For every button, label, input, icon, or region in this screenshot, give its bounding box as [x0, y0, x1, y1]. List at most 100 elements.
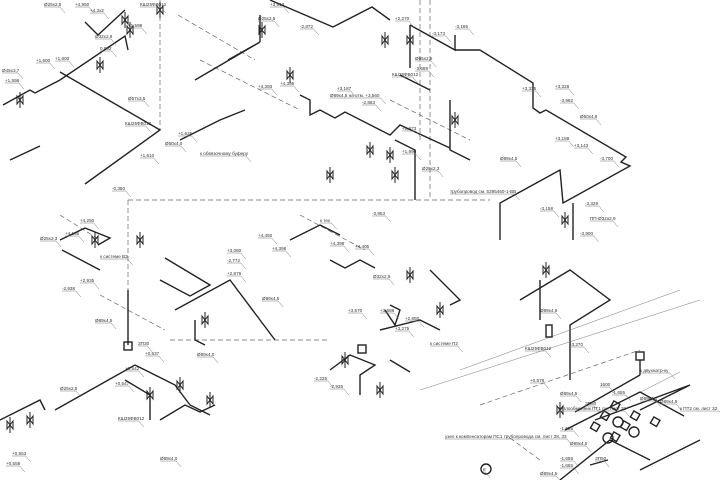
- leader-line: [145, 355, 164, 363]
- leader-line: [373, 278, 395, 286]
- leader-line: [560, 102, 579, 110]
- dimension-label: +3,513: [270, 2, 285, 7]
- dimension-label: Ø25х2,3: [422, 166, 440, 171]
- dimension-label: +4,398: [330, 241, 345, 246]
- valve-icon: [341, 352, 349, 368]
- valve-icon: [366, 142, 374, 158]
- leader-line: [227, 252, 246, 260]
- leader-line: [12, 455, 31, 463]
- leader-line: [522, 90, 541, 98]
- leader-line: [65, 235, 84, 243]
- leader-line: [75, 6, 94, 14]
- leader-line: [178, 135, 197, 143]
- leader-line: [100, 50, 117, 58]
- leader-line: [227, 275, 246, 283]
- leader-line: [337, 90, 356, 98]
- dimension-label: +3,080: [227, 248, 242, 253]
- dimension-label: Ø25х2,5: [60, 386, 78, 391]
- leader-line: [118, 420, 144, 428]
- leader-line: [5, 82, 24, 90]
- valve-icon: [258, 22, 266, 38]
- leader-line: [402, 153, 421, 161]
- dimension-label: Ø25х2,5: [258, 16, 276, 21]
- dimension-label: +4,950: [75, 2, 90, 7]
- dimension-label: +4,398: [272, 246, 287, 251]
- leader-line: [500, 160, 522, 168]
- dimension-label: -1,655: [560, 456, 573, 461]
- leader-line: [570, 445, 592, 453]
- dimension-label: +3,275: [395, 326, 410, 331]
- leader-line: [95, 38, 117, 46]
- leader-line: [258, 237, 277, 245]
- leader-line: [258, 88, 277, 96]
- dimension-label: +4,195: [65, 231, 80, 236]
- valve-icon: [206, 392, 214, 408]
- dimension-label: +1,990: [402, 149, 417, 154]
- dimension-label: к системе ВЗ: [100, 254, 128, 259]
- leader-line: [612, 394, 631, 402]
- dimension-label: +1,598: [128, 23, 143, 28]
- dimension-label: -3,173: [432, 31, 445, 36]
- leader-line: [140, 157, 159, 165]
- dimension-label: +0,542: [125, 366, 140, 371]
- dimension-label: Ø45х3,7: [2, 68, 20, 73]
- dimension-label: КШ25ФВ012: [392, 72, 419, 77]
- valve-icon: [542, 262, 550, 278]
- leader-line: [55, 60, 74, 68]
- valves: [6, 2, 569, 433]
- dimension-label: +4,3х2: [90, 8, 104, 13]
- dimension-label: Ø50х4,0: [165, 141, 183, 146]
- dimension-label: -3,953: [372, 211, 385, 216]
- dimension-label: -2,935: [330, 384, 343, 389]
- leader-line: [355, 248, 374, 256]
- dimension-label: ЗП50: [585, 401, 597, 406]
- leader-line: [395, 330, 414, 338]
- leader-line: [415, 70, 434, 78]
- dimension-label: Ø32х2,9: [95, 34, 113, 39]
- leader-line: [320, 222, 337, 230]
- dimension-label: 8: [483, 467, 486, 472]
- dimension-label: -2,883: [362, 100, 375, 105]
- leader-line: [570, 346, 589, 354]
- leader-line: [314, 380, 333, 388]
- dimension-label: к ПТ2 см. лист 32: [680, 406, 718, 411]
- leader-line: [430, 345, 463, 353]
- leader-line: [270, 6, 289, 14]
- dimension-label: +1,600: [36, 58, 51, 63]
- leader-line: [90, 12, 109, 20]
- leader-line: [600, 386, 615, 394]
- dimension-label: Ø25х2,5: [44, 2, 62, 7]
- leader-line: [540, 312, 562, 320]
- leader-line: [540, 475, 560, 480]
- dimension-label: +4,405: [355, 244, 370, 249]
- dimension-label: к обвязочному буферу: [200, 151, 249, 156]
- leader-line: [80, 282, 99, 290]
- valve-icon: [561, 212, 569, 228]
- dimension-label: Ø50х4,6: [580, 114, 598, 119]
- dimension-label: -2,938: [62, 286, 75, 291]
- dimension-label: Ø89х4,5: [95, 318, 113, 323]
- dimension-label: КШ25ФВ012: [140, 2, 167, 7]
- leader-line: [595, 460, 610, 468]
- dimension-label: -3,270: [570, 342, 583, 347]
- valve-icon: [6, 417, 14, 433]
- dimension-label: +1,610: [140, 153, 155, 158]
- leader-line: [455, 28, 474, 36]
- valve-icon: [556, 402, 564, 418]
- dimension-label: КШ25ФВ012: [525, 346, 552, 351]
- dimension-label: к системе П2: [430, 341, 458, 346]
- valve-icon: [96, 57, 104, 73]
- leader-line: [36, 62, 55, 70]
- leader-line: [555, 140, 574, 148]
- dimension-label: Ø89х4,5: [500, 156, 518, 161]
- leader-line: [200, 155, 252, 163]
- leader-line: [483, 471, 491, 479]
- leader-line: [405, 320, 424, 328]
- leader-line: [680, 410, 720, 413]
- valve-icon: [156, 2, 164, 18]
- leader-line: [128, 100, 150, 108]
- leader-line: [95, 322, 117, 330]
- valve-icon: [26, 412, 34, 428]
- dimension-label: +2,876: [227, 271, 242, 276]
- dimension-label: +4,450: [258, 233, 273, 238]
